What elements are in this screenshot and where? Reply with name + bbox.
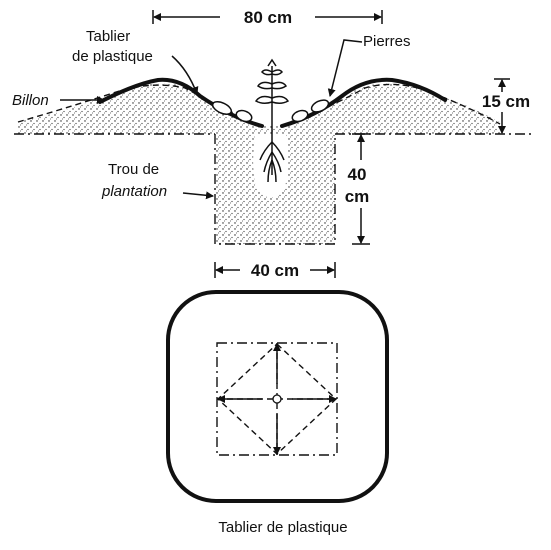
planting-hole-label-line2: plantation: [101, 183, 167, 200]
plastic-apron-left: [98, 77, 264, 128]
planting-hole-label-line1: Trou de: [108, 161, 159, 178]
planting-hole-outline: [214, 134, 336, 245]
label-ridge: Billon: [12, 92, 105, 109]
dimension-15cm-label: 15 cm: [482, 92, 530, 111]
label-stones: Pierres: [327, 33, 411, 97]
label-plastic-apron-top: Tablier de plastique: [72, 28, 199, 95]
depth-label-unit: cm: [345, 187, 370, 206]
dimension-40cm-width: 40 cm: [214, 261, 336, 280]
width-label: 40 cm: [251, 261, 299, 280]
bottom-caption: Tablier de plastique: [218, 519, 347, 536]
stones-label: Pierres: [363, 33, 411, 50]
dimension-40cm-depth: 40 cm: [345, 133, 370, 245]
cut-arrows: [217, 343, 337, 455]
center-point: [272, 394, 282, 404]
plastic-apron-label-line1: Tablier: [86, 28, 130, 45]
dimension-15cm: 15 cm: [482, 78, 530, 134]
dimension-80cm: 80 cm: [152, 8, 383, 27]
ridge-label: Billon: [12, 92, 49, 109]
depth-label-value: 40: [348, 165, 367, 184]
plastic-apron-label-line2: de plastique: [72, 48, 153, 65]
plant-seedling: [254, 58, 290, 183]
label-planting-hole: Trou de plantation: [101, 161, 214, 200]
cross-section: [14, 58, 535, 245]
dimension-80cm-label: 80 cm: [244, 8, 292, 27]
stones: [211, 99, 330, 123]
plastic-apron-right: [280, 77, 447, 128]
top-view: [166, 290, 389, 503]
